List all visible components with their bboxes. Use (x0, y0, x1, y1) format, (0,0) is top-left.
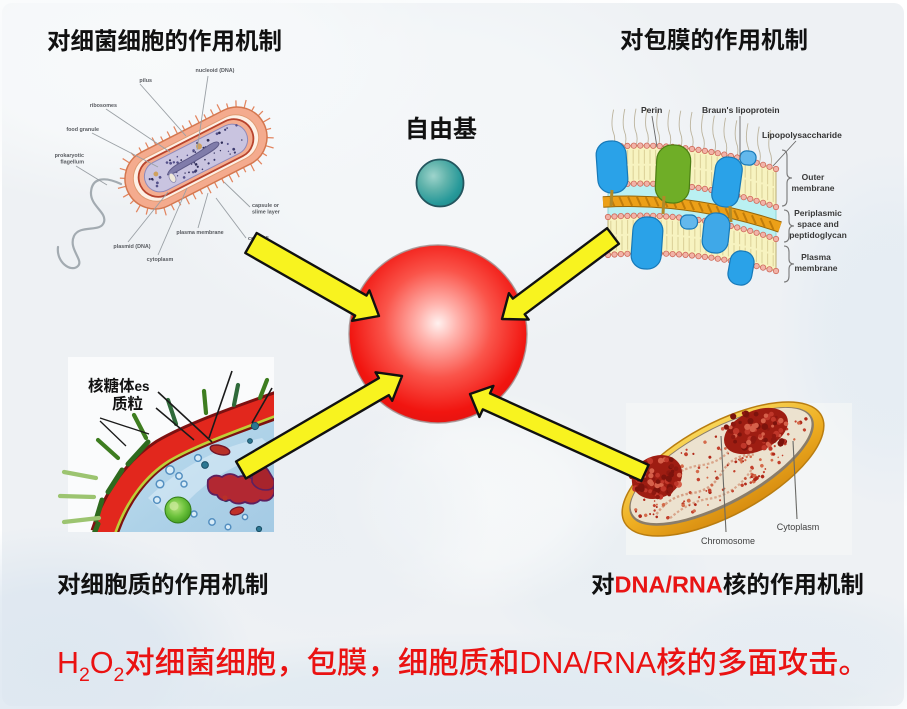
svg-text:pilus: pilus (139, 78, 152, 84)
svg-text:核糖体es: 核糖体es (88, 376, 150, 395)
svg-text:Chromosome: Chromosome (701, 536, 755, 546)
svg-text:Outer: Outer (802, 172, 825, 182)
svg-text:对包膜的作用机制: 对包膜的作用机制 (620, 27, 808, 53)
svg-text:plasma membrane: plasma membrane (176, 230, 223, 236)
svg-text:plasmid (DNA): plasmid (DNA) (113, 244, 150, 250)
svg-text:Braun's lipoprotein: Braun's lipoprotein (702, 105, 780, 115)
svg-text:Lipopolysaccharide: Lipopolysaccharide (762, 130, 842, 140)
svg-text:自由基: 自由基 (405, 116, 477, 143)
svg-text:Periplasmic: Periplasmic (794, 208, 842, 218)
svg-text:对细胞质的作用机制: 对细胞质的作用机制 (57, 572, 269, 598)
svg-text:ribosomes: ribosomes (90, 103, 117, 109)
svg-text:peptidoglycan: peptidoglycan (789, 230, 847, 240)
svg-text:prokaryotic: prokaryotic (55, 153, 84, 159)
svg-text:H2O2对细菌细胞，包膜，细胞质和DNA/RNA核的多面攻击: H2O2对细菌细胞，包膜，细胞质和DNA/RNA核的多面攻击。 (57, 646, 869, 686)
svg-text:cytoplasm: cytoplasm (147, 257, 174, 263)
svg-text:Perin: Perin (641, 105, 662, 115)
svg-text:Plasma: Plasma (801, 252, 831, 262)
svg-text:space and: space and (797, 219, 839, 229)
svg-text:membrane: membrane (792, 183, 835, 193)
svg-text:flagellum: flagellum (60, 160, 84, 166)
svg-text:slime layer: slime layer (252, 210, 281, 216)
svg-text:对细菌细胞的作用机制: 对细菌细胞的作用机制 (47, 28, 282, 54)
svg-text:对DNA/RNA核的作用机制: 对DNA/RNA核的作用机制 (591, 572, 864, 598)
svg-text:nucleoid (DNA): nucleoid (DNA) (196, 68, 235, 74)
svg-text:membrane: membrane (795, 263, 838, 273)
svg-text:Cytoplasm: Cytoplasm (777, 522, 820, 532)
svg-text:capsule or: capsule or (252, 203, 280, 209)
svg-text:food granule: food granule (66, 127, 99, 133)
svg-text:质粒: 质粒 (112, 394, 143, 413)
